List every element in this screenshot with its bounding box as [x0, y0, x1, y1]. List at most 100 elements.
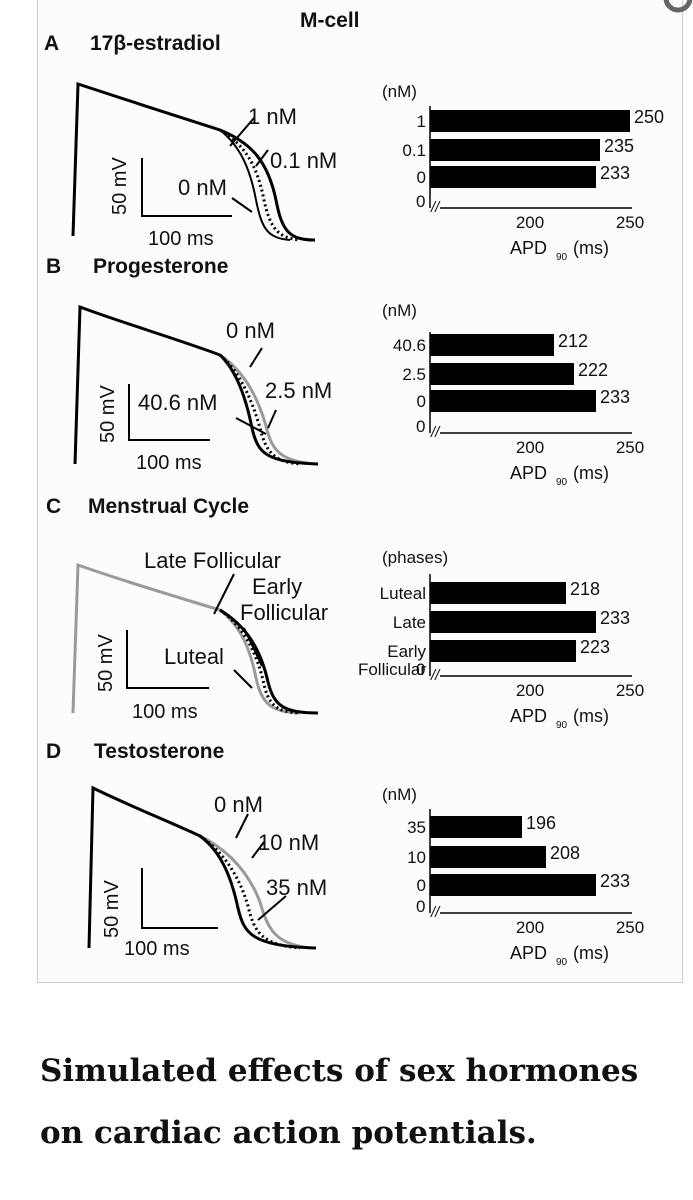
trace-d-gray [199, 834, 313, 950]
chart-a-tick-label-0: 0 [416, 192, 425, 211]
panel-c: C Menstrual Cycle Late Follicular Early … [46, 495, 328, 723]
magnifier-icon [663, 0, 693, 13]
label-c-2: Early [252, 574, 302, 599]
chart-b-xlabel-unit: (ms) [573, 463, 609, 483]
figure-title: M-cell [300, 9, 360, 32]
chart-d-bar-1 [430, 846, 546, 868]
chart-c-axis-break: // [430, 667, 441, 684]
figure-canvas: M-cell A 17β-estradiol 1 nM 0.1 nM 0 nM … [44, 9, 664, 968]
chart-b-bar-2 [430, 390, 596, 412]
panel-d-letter: D [46, 740, 61, 763]
panel-c-title: Menstrual Cycle [88, 495, 249, 518]
chart-d-tick-label-0: 0 [416, 897, 425, 916]
chart-c-bar-1 [430, 611, 596, 633]
panel-c-letter: C [46, 495, 61, 518]
panel-b-letter: B [46, 255, 61, 278]
chart-b-tick-label-0: 0 [416, 417, 425, 436]
chart-b-data-label-1: 222 [578, 360, 608, 380]
panel-b-traces [73, 304, 319, 466]
scale-d-mv: 50 mV [101, 880, 123, 938]
panel-d-title: Testosterone [94, 740, 224, 763]
chart-a-data-label-2: 233 [600, 163, 630, 183]
chart-c-data-label-0: 218 [570, 579, 600, 599]
chart-d-category-0: 35 [407, 818, 426, 837]
figure-caption: Simulated effects of sex hormones on car… [40, 1040, 660, 1164]
chart-d-data-label-0: 196 [526, 813, 556, 833]
chart-a-bar-0 [430, 110, 630, 132]
leader-a-3 [231, 197, 253, 213]
leader-c-3 [233, 669, 253, 689]
chart-a-axis-break: // [430, 199, 441, 216]
chart-a-xlabel-unit: (ms) [573, 238, 609, 258]
scale-a-ms: 100 ms [148, 228, 214, 250]
chart-b-category-1: 2.5 [402, 365, 426, 384]
trace-a-0-1nm [219, 128, 301, 242]
chart-d-bar-0 [430, 816, 522, 838]
label-a-3: 0 nM [178, 175, 227, 200]
chart-a-category-2: 0 [417, 168, 426, 187]
trace-b-black [73, 304, 319, 466]
chart-b-bar-1 [430, 363, 574, 385]
chart-c-xlabel-unit: (ms) [573, 706, 609, 726]
scalebar-c: 50 mV 100 ms [95, 630, 209, 723]
chart-a-category-1: 0.1 [402, 141, 426, 160]
chart-a-tick-label-2: 250 [616, 213, 644, 232]
chart-c-tick-label-0: 0 [416, 660, 425, 679]
chart-d-data-label-2: 233 [600, 871, 630, 891]
figure-frame [37, 0, 683, 983]
chart-c-xlabel: APD [510, 706, 547, 726]
label-a-1: 1 nM [248, 104, 297, 129]
chart-c-data-label-2: 223 [580, 637, 610, 657]
chart-b-xlabel: APD [510, 463, 547, 483]
scalebar-b: 50 mV 100 ms [97, 384, 210, 474]
chart-a-tick-label-1: 200 [516, 213, 544, 232]
scale-c-mv: 50 mV [95, 634, 117, 692]
chart-a-xlabel-sub: 90 [556, 252, 568, 263]
leader-b-2 [235, 417, 267, 435]
chart-a-xlabel: APD [510, 238, 547, 258]
panel-a-letter: A [44, 32, 59, 55]
panel-c-traces [71, 562, 319, 715]
chart-b-xlabel-sub: 90 [556, 477, 568, 488]
chart-a-category-0: 1 [417, 112, 426, 131]
label-c-1: Late Follicular [144, 548, 281, 573]
scale-b-ms: 100 ms [136, 452, 202, 474]
chart-b-tick-label-1: 200 [516, 438, 544, 457]
leader-b-3 [267, 409, 277, 429]
trace-d-dotted [199, 834, 301, 950]
chart-c-bar-0 [430, 582, 566, 604]
chart-d-tick-label-1: 200 [516, 918, 544, 937]
trace-a-1nm [71, 81, 316, 242]
chart-c-category-2: Early [387, 642, 426, 661]
chart-b-group-title: (nM) [382, 301, 417, 320]
label-b-3: 2.5 nM [265, 378, 332, 403]
leader-b-1 [249, 347, 263, 368]
chart-b-axis-break: // [430, 424, 441, 441]
chart-c-category-extra-2: Follicular [358, 660, 426, 679]
chart-b-tick-label-2: 250 [616, 438, 644, 457]
chart-c-data-label-1: 233 [600, 608, 630, 628]
label-d-1: 0 nM [214, 792, 263, 817]
leader-c-2 [243, 627, 263, 667]
scale-c-ms: 100 ms [132, 701, 198, 723]
chart-b-category-2: 0 [417, 392, 426, 411]
label-b-1: 0 nM [226, 318, 275, 343]
leader-d-2 [251, 841, 265, 859]
trace-b-gray [219, 353, 319, 466]
panel-d: D Testosterone 0 nM 10 nM 35 nM 50 mV 10… [46, 740, 327, 960]
caption-line-1: Simulated effects of sex hormones [40, 1053, 639, 1089]
chart-d-axis-break: // [430, 904, 441, 921]
chart-c-category-1: Late [393, 613, 426, 632]
chart-d-xlabel-sub: 90 [556, 957, 568, 968]
chart-d-xlabel-unit: (ms) [573, 943, 609, 963]
trace-c-dotted [219, 608, 301, 715]
trace-c-black [219, 608, 319, 715]
chart-c-xlabel-sub: 90 [556, 720, 568, 731]
caption-line-2: on cardiac action potentials. [40, 1115, 537, 1151]
leader-d-3 [257, 895, 287, 921]
chart-d-category-1: 10 [407, 848, 426, 867]
scalebar-d: 50 mV 100 ms [101, 868, 218, 960]
trace-a-0nm [219, 129, 291, 241]
chart-d-data-label-1: 208 [550, 843, 580, 863]
